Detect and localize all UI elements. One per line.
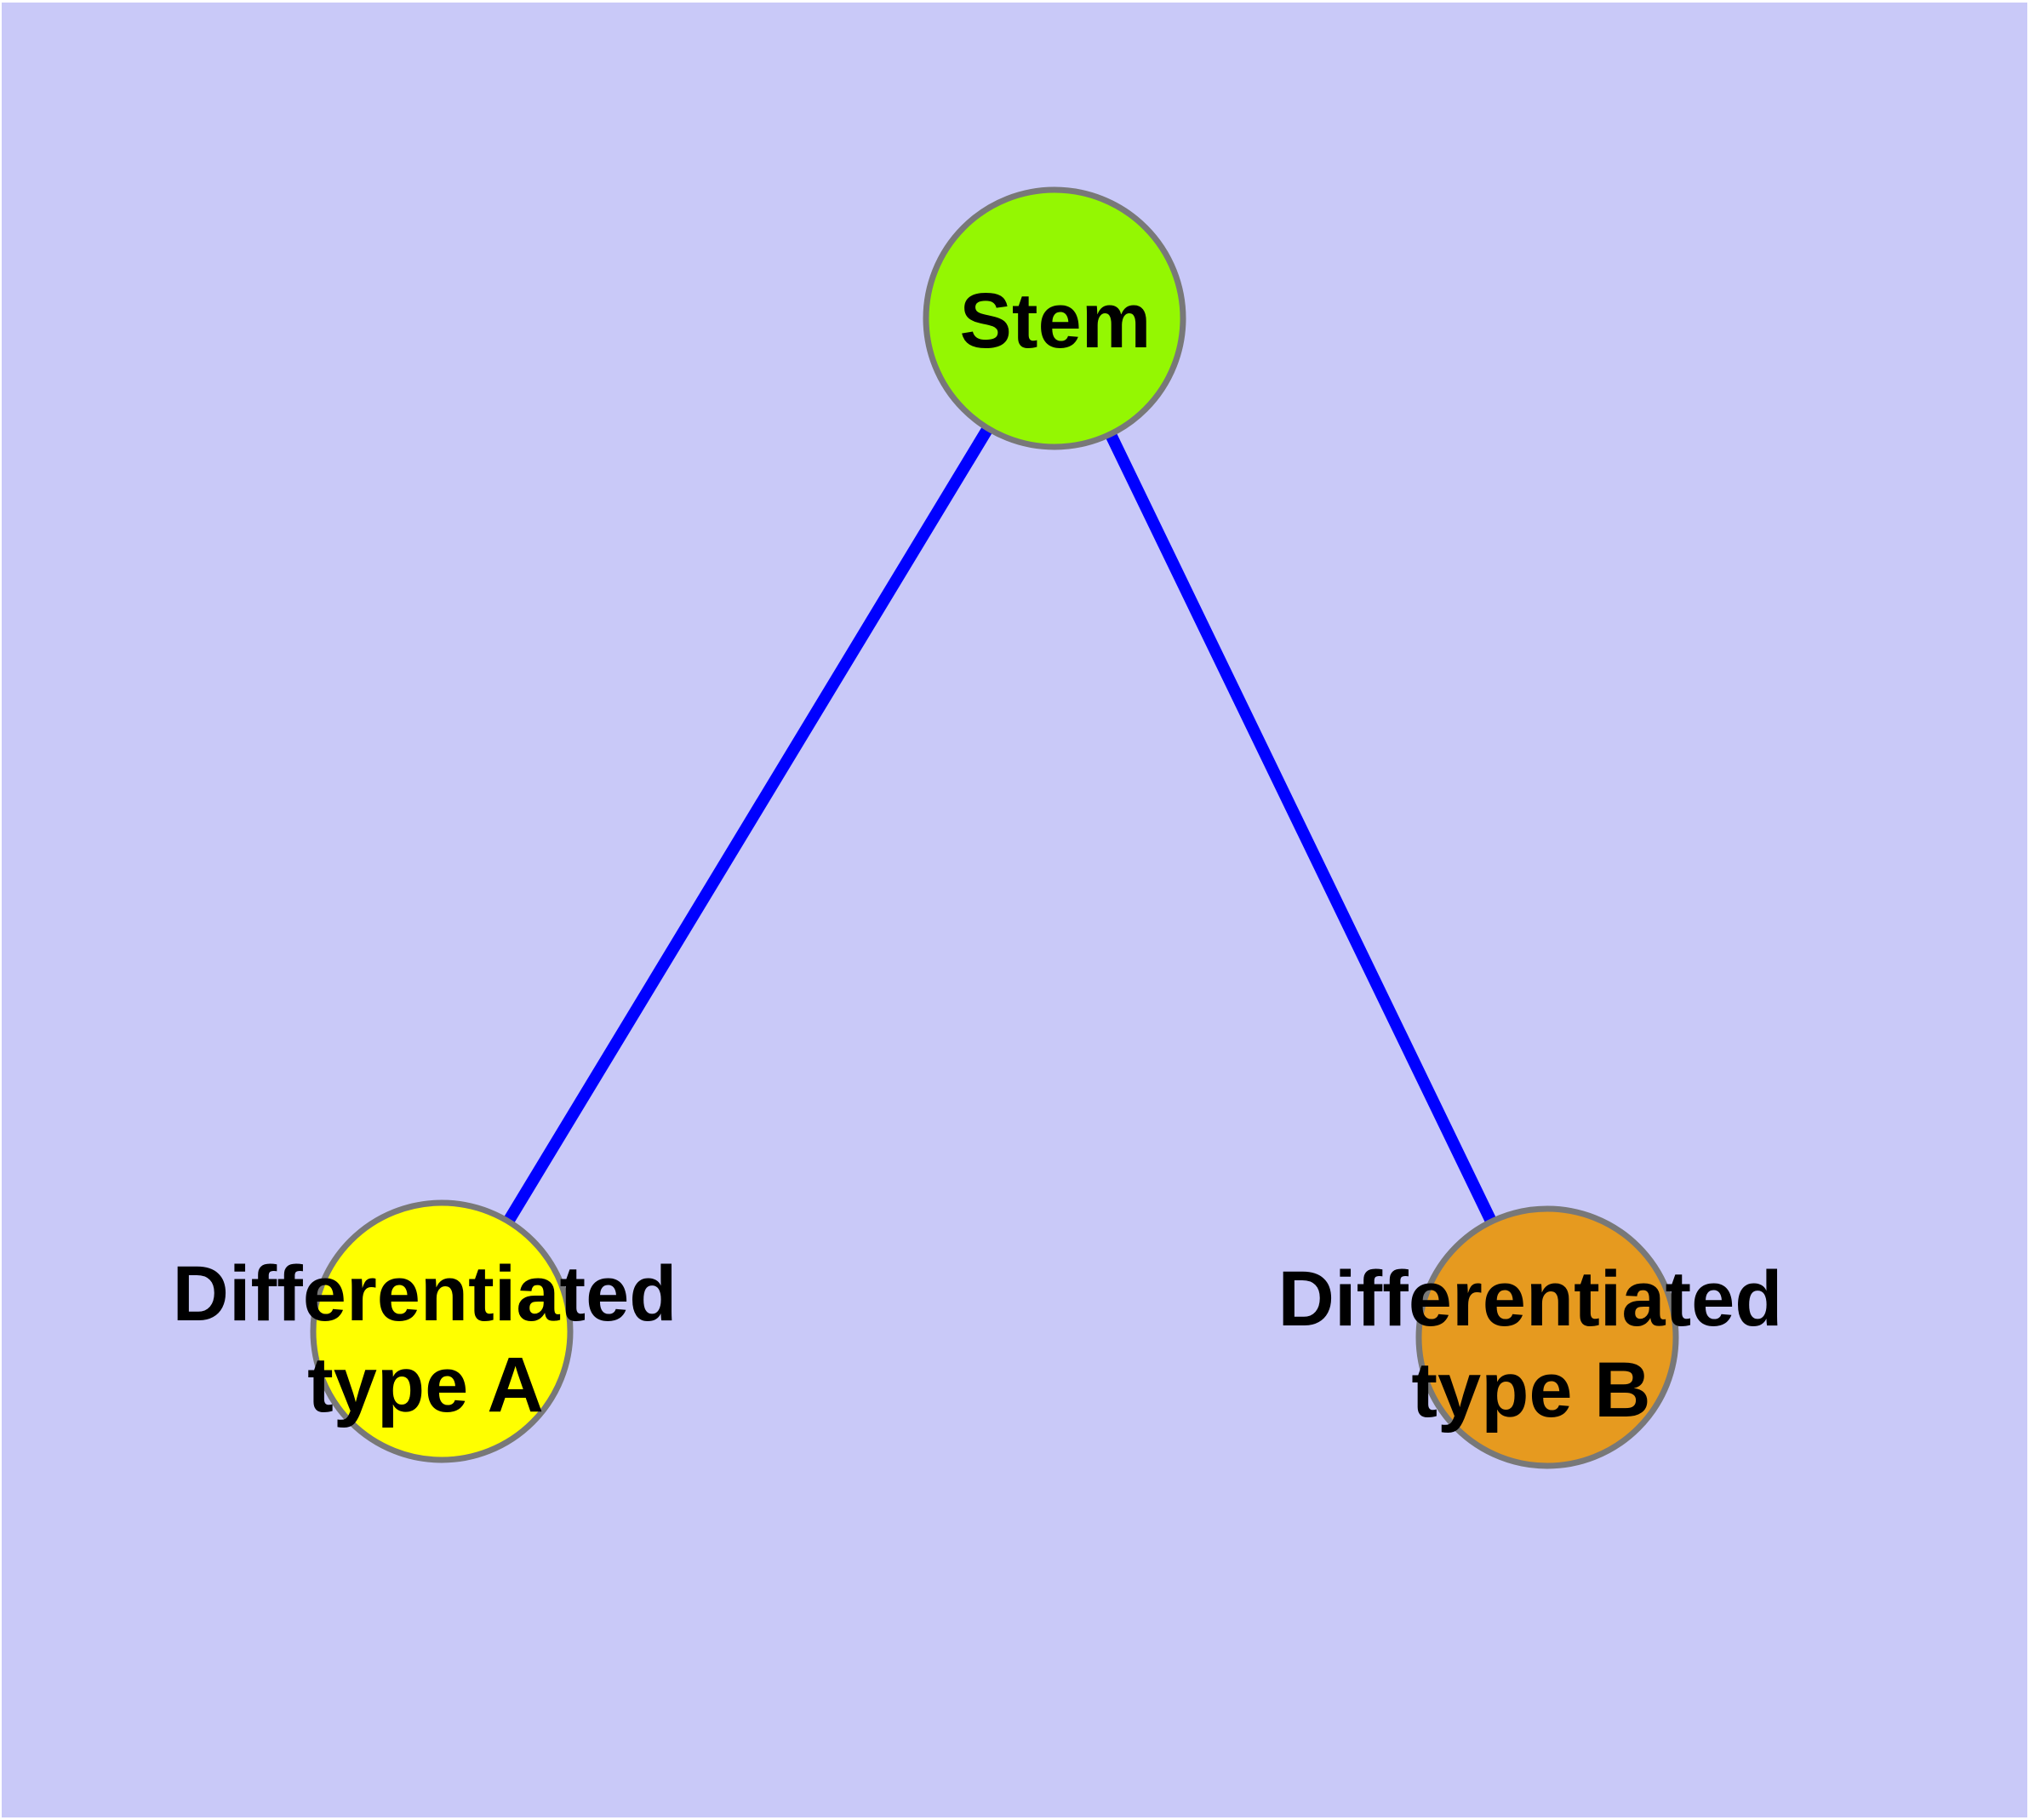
node-type-a-circle	[310, 1199, 574, 1463]
node-stem-label: Stem	[960, 278, 1152, 364]
node-stem: Stem	[923, 186, 1186, 450]
node-type-b-circle	[1415, 1205, 1679, 1469]
node-differentiated-type-a: Differentiated type A	[173, 1199, 677, 1463]
node-type-b-label-line2: type B	[1411, 1347, 1650, 1434]
edge-stem-to-type-b	[1049, 315, 1553, 1341]
node-type-a-label-line1: Differentiated	[173, 1251, 677, 1337]
node-differentiated-type-b: Differentiated type B	[1278, 1205, 1783, 1469]
node-type-b-label-line1: Differentiated	[1278, 1256, 1783, 1342]
node-type-a-label-line2: type A	[307, 1342, 544, 1428]
node-stem-circle	[923, 186, 1186, 450]
edge-stem-to-type-a	[437, 315, 1060, 1335]
